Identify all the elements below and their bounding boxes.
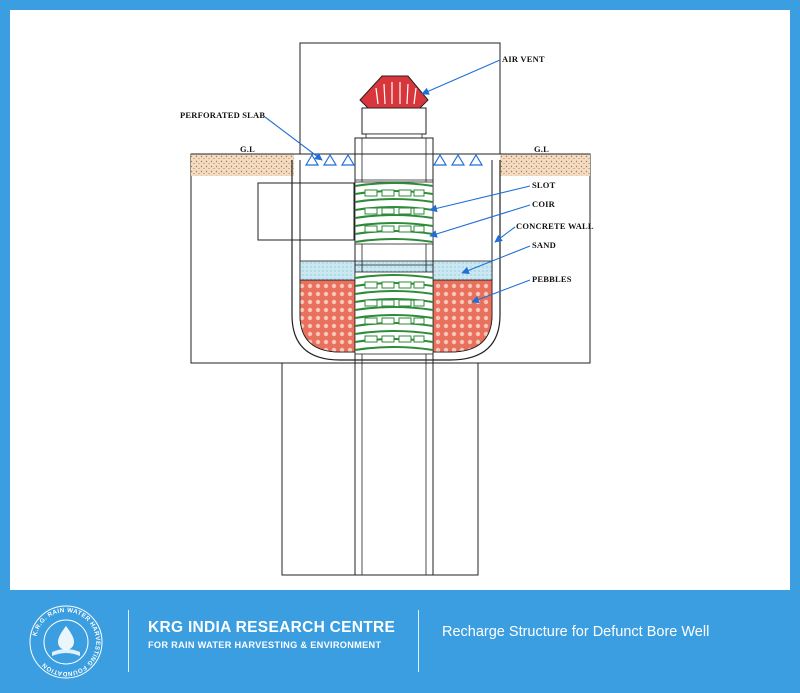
label-pebbles: PEBBLES — [532, 274, 572, 284]
diagram-frame: AIR VENT PERFORATED SLAB G.L G.L SLOT CO… — [10, 10, 790, 590]
air-vent-slots — [375, 82, 417, 105]
label-concrete-wall: CONCRETE WALL — [516, 221, 594, 231]
bore-pipe — [354, 137, 434, 576]
coir-wrap-upper — [354, 181, 434, 245]
soil-left — [191, 154, 294, 176]
soil-right — [500, 154, 590, 176]
label-sand: SAND — [532, 240, 556, 250]
perforated-slab-markers — [304, 153, 484, 166]
label-coir: COIR — [532, 199, 556, 209]
vent-collar — [365, 133, 423, 139]
recharge-structure-diagram: AIR VENT PERFORATED SLAB G.L G.L SLOT CO… — [180, 42, 594, 576]
footer-bar: K.R.G. RAIN WATER HARVESTING FOUNDATION … — [0, 590, 800, 693]
leader-arrows — [264, 59, 531, 304]
air-vent-cap — [359, 75, 429, 109]
bore-lower-column — [281, 362, 479, 576]
org-name: KRG INDIA RESEARCH CENTRE — [148, 619, 396, 636]
footer-divider-right — [418, 610, 419, 672]
concrete-wall-outer — [291, 160, 501, 361]
org-subtitle: FOR RAIN WATER HARVESTING & ENVIRONMENT — [148, 640, 382, 650]
label-ground-level-left: G.L — [240, 144, 255, 154]
label-air-vent: AIR VENT — [502, 54, 545, 64]
coir-wrap-lower — [354, 271, 434, 355]
label-ground-level-right: G.L — [534, 144, 549, 154]
image-caption: Recharge Structure for Defunct Bore Well — [442, 624, 710, 640]
label-slot: SLOT — [532, 180, 556, 190]
side-block — [257, 182, 355, 241]
foundation-logo-icon: K.R.G. RAIN WATER HARVESTING FOUNDATION — [29, 605, 103, 679]
vent-housing — [361, 107, 427, 135]
footer-divider-left — [128, 610, 129, 672]
label-perforated-slab: PERFORATED SLAB — [180, 110, 265, 120]
